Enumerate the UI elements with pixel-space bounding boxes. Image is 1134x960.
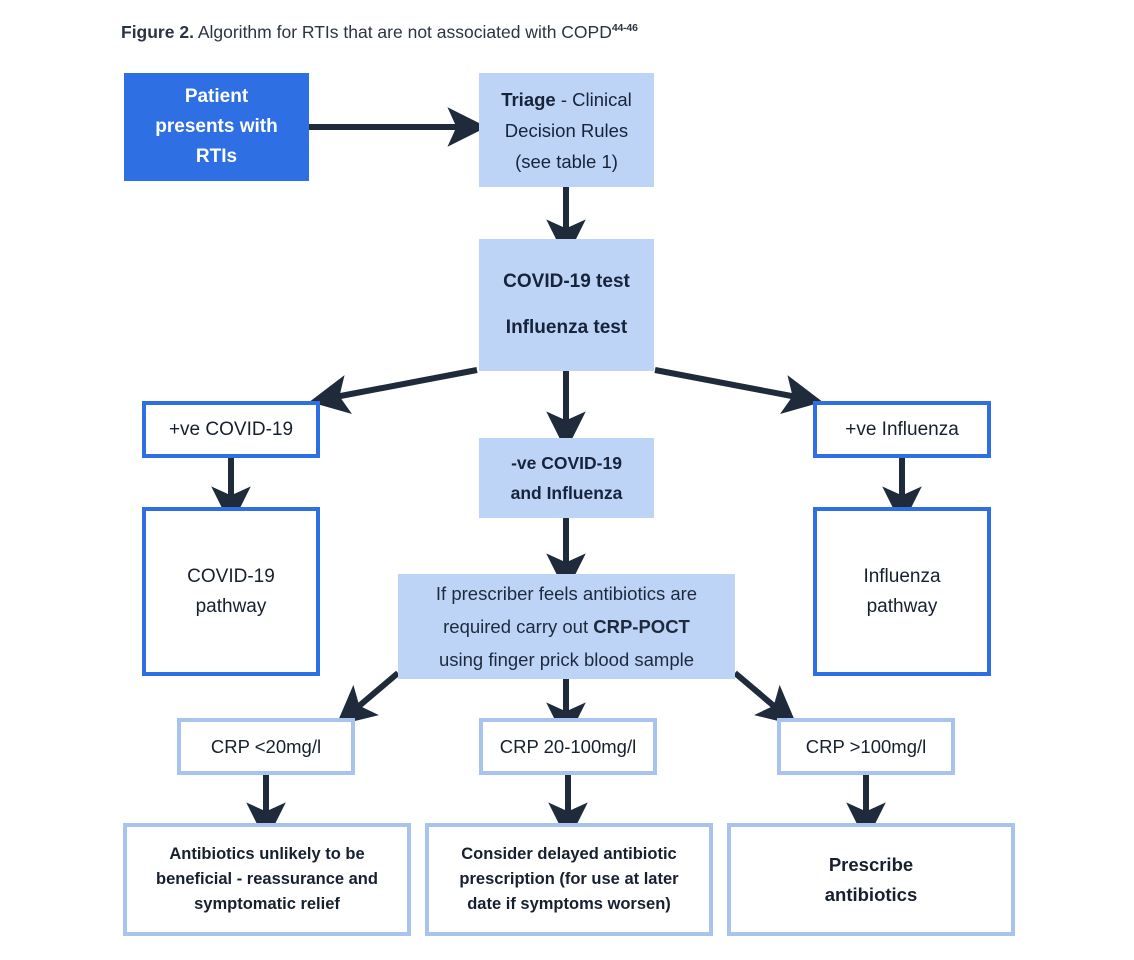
node-covid-pathway[interactable]: COVID-19 pathway	[142, 507, 320, 676]
neg-both-line-1: -ve COVID-19	[511, 453, 622, 473]
node-crp-low[interactable]: CRP <20mg/l	[177, 718, 355, 775]
outcome-mid-line-2: prescription (for use at later	[459, 870, 679, 888]
patient-line-2: presents with	[155, 116, 278, 137]
node-crp-mid[interactable]: CRP 20-100mg/l	[479, 718, 657, 775]
figure-title: Figure 2. Algorithm for RTIs that are no…	[121, 16, 1021, 44]
crp-mid-label: CRP 20-100mg/l	[499, 736, 637, 757]
node-positive-covid[interactable]: +ve COVID-19	[142, 401, 320, 458]
triage-line-2: Decision Rules	[504, 119, 629, 141]
arrow-crp-poct-to-crp-high	[733, 670, 798, 726]
flu-pathway-line-2: pathway	[866, 595, 938, 617]
triage-line-1: Triage - Clinical	[487, 84, 646, 115]
node-patient-presents[interactable]: Patient presents with RTIs	[124, 73, 309, 181]
covid-pathway-line-1: COVID-19	[187, 565, 275, 587]
node-positive-influenza[interactable]: +ve Influenza	[813, 401, 991, 458]
node-outcome-mid[interactable]: Consider delayed antibiotic prescription…	[425, 823, 713, 936]
figure-title-text: Algorithm for RTIs that are not associat…	[193, 21, 612, 42]
triage-bold-word: Triage	[501, 88, 556, 110]
crp-poct-line-2: required carry out CRP-POCT	[406, 610, 727, 643]
crp-poct-line-2-text: required carry out	[443, 616, 594, 637]
outcome-low-line-2: beneficial - reassurance and	[156, 870, 378, 888]
crp-poct-line-1: If prescriber feels antibiotics are	[435, 583, 698, 604]
node-outcome-low[interactable]: Antibiotics unlikely to be beneficial - …	[123, 823, 411, 936]
node-influenza-pathway[interactable]: Influenza pathway	[813, 507, 991, 676]
node-crp-poct-instruction[interactable]: If prescriber feels antibiotics are requ…	[398, 574, 735, 679]
node-crp-high[interactable]: CRP >100mg/l	[777, 718, 955, 775]
outcome-low-line-3: symptomatic relief	[194, 895, 340, 913]
arrow-tests-to-pos-covid	[309, 367, 478, 414]
node-triage[interactable]: Triage - Clinical Decision Rules (see ta…	[479, 73, 654, 187]
neg-both-line-2: and Influenza	[510, 483, 623, 503]
crp-poct-bold-term: CRP-POCT	[593, 616, 690, 637]
outcome-high-line-2: antibiotics	[824, 883, 918, 905]
node-outcome-high[interactable]: Prescribe antibiotics	[727, 823, 1015, 936]
crp-poct-line-3: using finger prick blood sample	[438, 649, 695, 670]
crp-high-label: CRP >100mg/l	[805, 736, 927, 757]
outcome-low-line-1: Antibiotics unlikely to be	[169, 845, 365, 863]
triage-line-3: (see table 1)	[515, 150, 618, 172]
patient-line-1: Patient	[184, 86, 249, 107]
outcome-mid-line-1: Consider delayed antibiotic	[461, 845, 677, 863]
arrow-crp-poct-to-crp-low	[335, 670, 400, 726]
figure-label: Figure 2.	[121, 21, 194, 42]
triage-rest: - Clinical	[555, 88, 632, 110]
pos-covid-label: +ve COVID-19	[168, 418, 294, 440]
patient-line-3: RTIs	[195, 146, 238, 167]
outcome-high-line-1: Prescribe	[828, 853, 914, 875]
tests-line-2: Influenza test	[505, 317, 628, 338]
flu-pathway-line-1: Influenza	[863, 565, 941, 587]
pos-flu-label: +ve Influenza	[845, 418, 959, 440]
figure-references: 44-46	[611, 22, 638, 34]
covid-pathway-line-2: pathway	[195, 595, 267, 617]
arrow-tests-to-pos-flu	[654, 367, 823, 414]
outcome-mid-line-3: date if symptoms worsen)	[467, 895, 671, 913]
node-covid-influenza-test[interactable]: COVID-19 test Influenza test	[479, 239, 654, 371]
node-negative-covid-influenza[interactable]: -ve COVID-19 and Influenza	[479, 438, 654, 518]
crp-low-label: CRP <20mg/l	[210, 736, 322, 757]
tests-line-1: COVID-19 test	[503, 271, 630, 292]
